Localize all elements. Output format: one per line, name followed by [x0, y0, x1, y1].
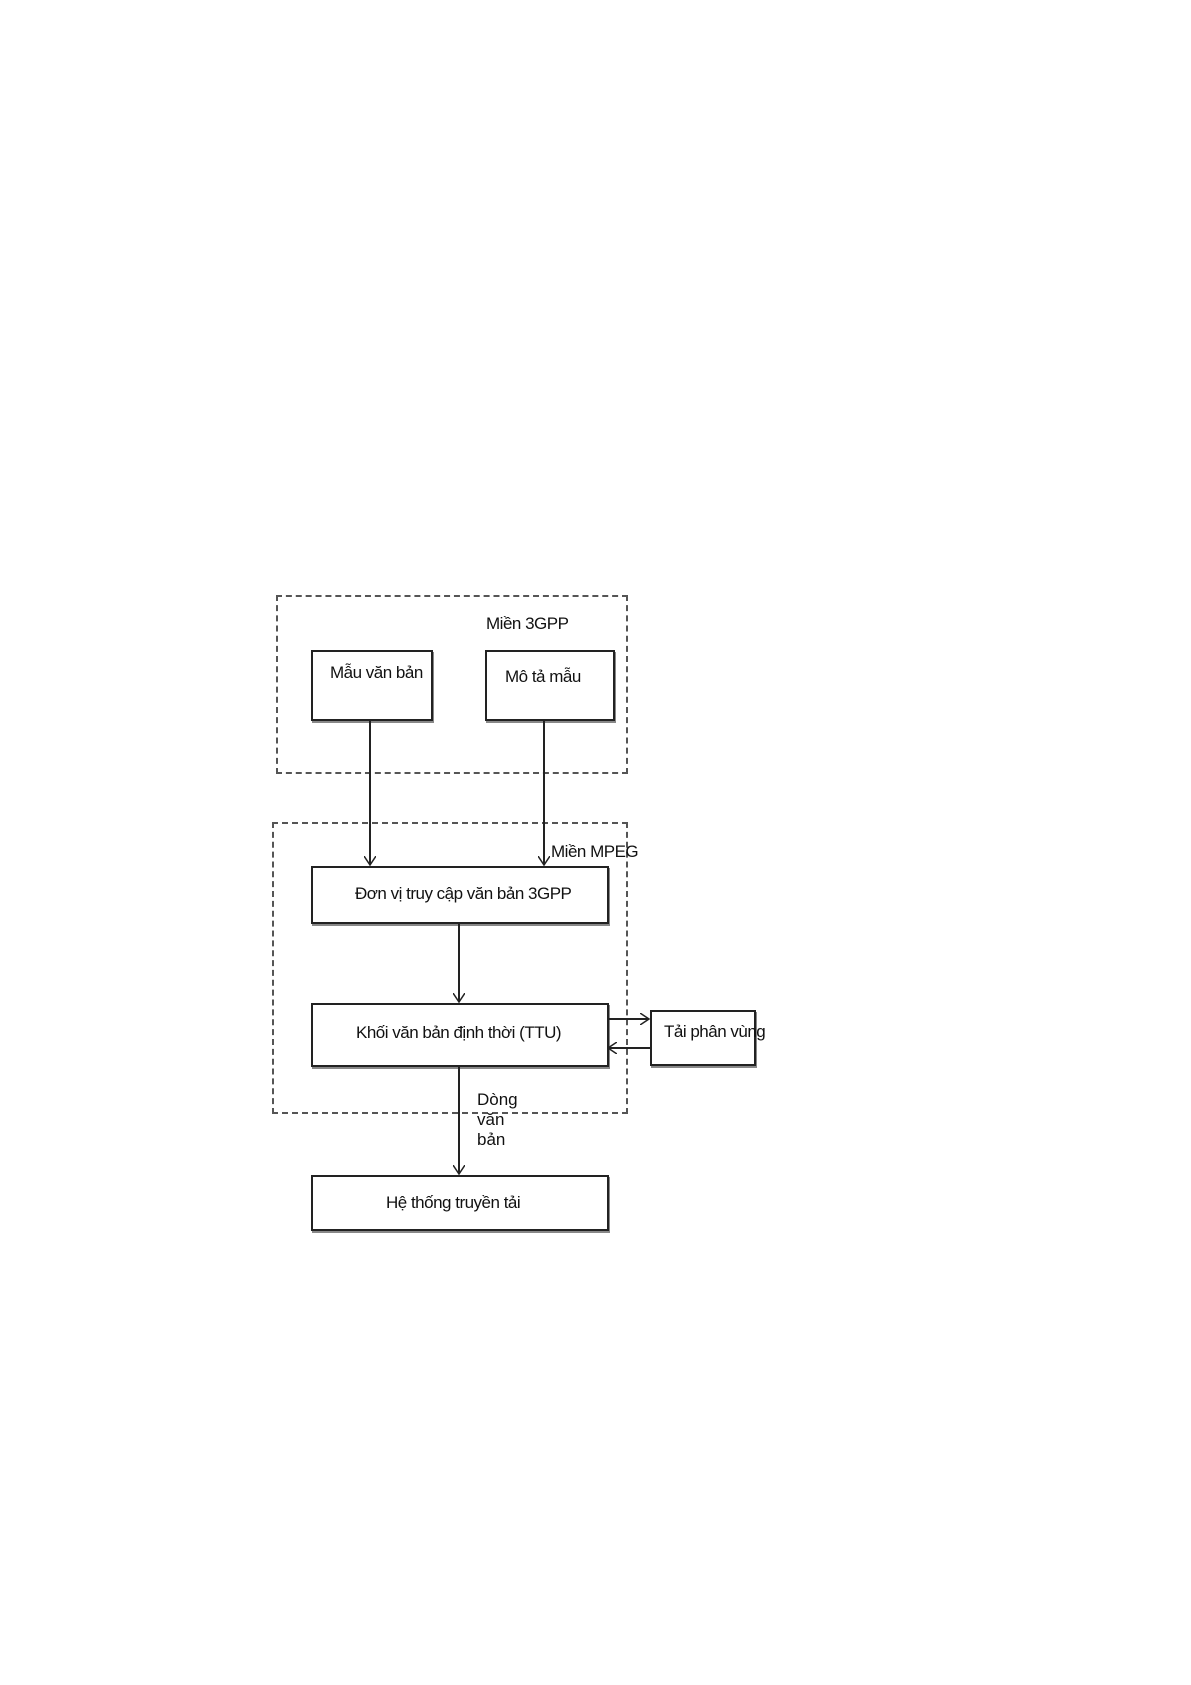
domain-3gpp-label: Miền 3GPP [486, 614, 569, 633]
node-transport: Hệ thống truyền tải [311, 1175, 609, 1231]
node-access-unit-label: Đơn vị truy cập văn bản 3GPP [355, 884, 572, 903]
node-transport-label: Hệ thống truyền tải [386, 1193, 521, 1212]
edge-text-stream-label: Dòng văn bản [477, 1090, 518, 1150]
node-sample-description-label: Mô tả mẫu [505, 667, 581, 686]
domain-mpeg [272, 822, 628, 1114]
edge-label-line: bản [477, 1130, 506, 1149]
domain-3gpp [276, 595, 628, 774]
node-partial-load-label: Tải phân vùng [664, 1022, 766, 1041]
edge-label-line: văn [477, 1110, 505, 1129]
domain-mpeg-label: Miền MPEG [551, 842, 639, 861]
node-ttu: Khối văn bản định thời (TTU) [311, 1003, 609, 1067]
node-partial-load: Tải phân vùng [650, 1010, 766, 1066]
node-sample-description: Mô tả mẫu [485, 650, 615, 721]
node-text-sample-label: Mẫu văn bản [330, 663, 423, 682]
node-text-sample: Mẫu văn bản [311, 650, 433, 721]
node-ttu-label: Khối văn bản định thời (TTU) [356, 1023, 562, 1042]
edge-label-line: Dòng [477, 1090, 518, 1109]
